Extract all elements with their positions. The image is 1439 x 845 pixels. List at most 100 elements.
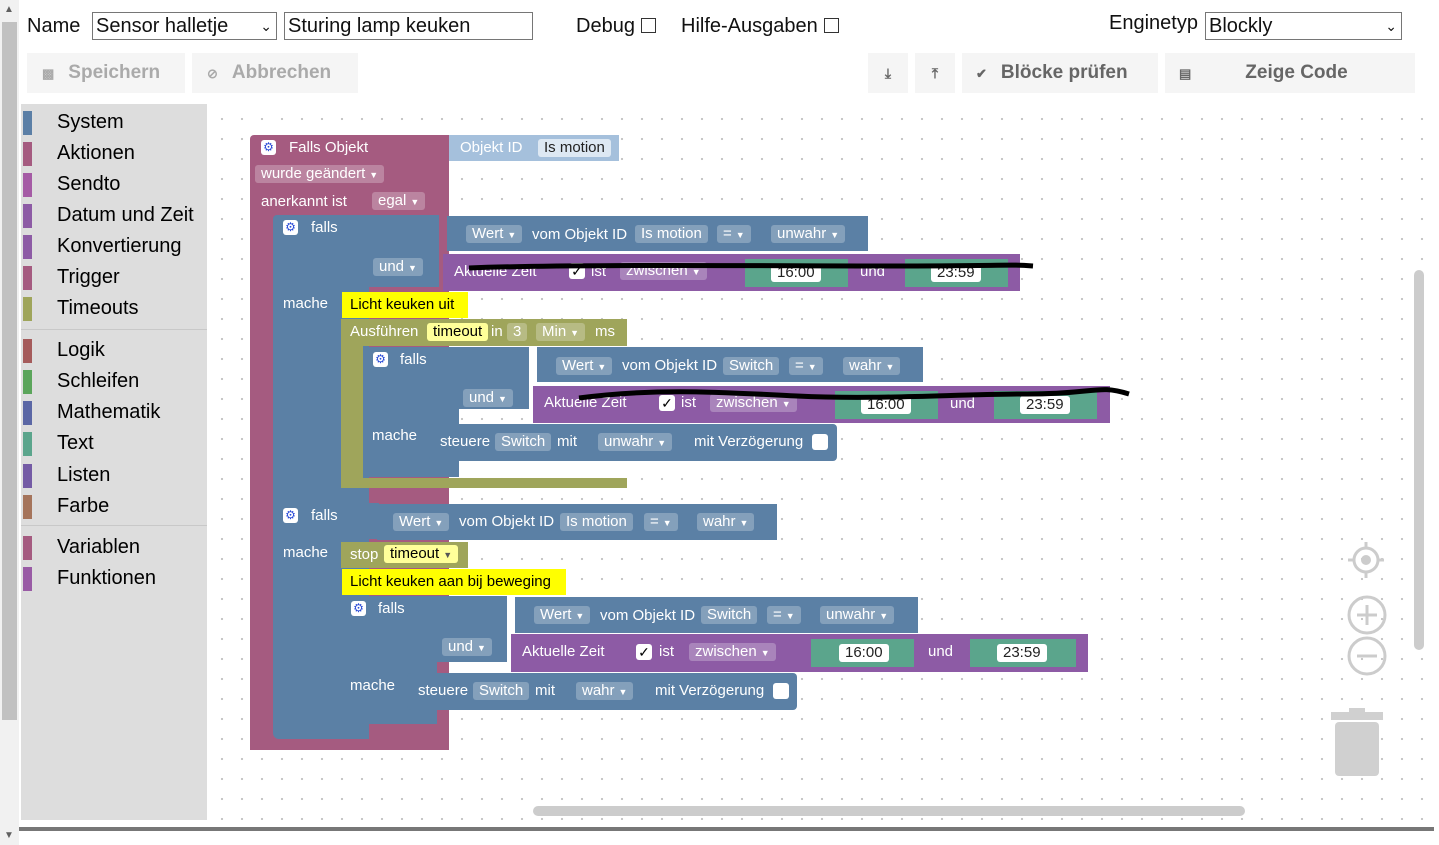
- gear-icon[interactable]: ⚙: [283, 220, 298, 235]
- comment-text: Licht keuken aan bij beweging: [350, 573, 551, 590]
- toolbox-category-system[interactable]: System: [23, 109, 203, 135]
- scribble-mark: [578, 387, 1130, 401]
- zwischen-dropdown[interactable]: zwischen▼: [689, 643, 776, 661]
- wert-dropdown[interactable]: Wert▼: [556, 357, 613, 375]
- objekt-id-field[interactable]: Is motion: [635, 225, 708, 243]
- eq-dropdown[interactable]: =▼: [644, 513, 678, 531]
- workspace-horizontal-scrollbar[interactable]: [533, 806, 1245, 816]
- gear-icon[interactable]: ⚙: [283, 508, 298, 523]
- time-field[interactable]: 16:00: [861, 396, 911, 414]
- gear-icon[interactable]: ⚙: [261, 140, 276, 155]
- toolbox-category-text[interactable]: Text: [23, 430, 203, 456]
- control-block[interactable]: [429, 424, 837, 461]
- checkbox[interactable]: ✓: [659, 395, 675, 411]
- wert-dropdown[interactable]: Wert▼: [466, 225, 523, 243]
- dropdown-arrow-icon: ▼: [807, 362, 817, 372]
- unit-dropdown[interactable]: Min▼: [536, 323, 586, 341]
- bool-dropdown[interactable]: unwahr▼: [598, 433, 673, 451]
- comment-block[interactable]: [342, 292, 468, 318]
- eq-dropdown[interactable]: =▼: [789, 357, 823, 375]
- bool-dropdown[interactable]: unwahr▼: [771, 225, 846, 243]
- bool-dropdown[interactable]: wahr▼: [843, 357, 901, 375]
- gear-icon[interactable]: ⚙: [351, 601, 366, 616]
- toolbox-category-farbe[interactable]: Farbe: [23, 493, 203, 519]
- category-color-bar: [23, 370, 32, 394]
- save-button[interactable]: ▩Speichern: [27, 53, 185, 93]
- category-label: Logik: [57, 339, 105, 361]
- delay-field[interactable]: 3: [507, 323, 528, 341]
- checkbox[interactable]: [812, 434, 828, 450]
- bool-dropdown[interactable]: wahr▼: [576, 682, 634, 700]
- zoom-in-icon[interactable]: [1347, 595, 1387, 635]
- control-block[interactable]: [407, 673, 797, 710]
- debug-checkbox[interactable]: [641, 18, 656, 33]
- check-blocks-button[interactable]: ✔Blöcke prüfen: [962, 53, 1158, 93]
- toolbox-category-trigger[interactable]: Trigger: [23, 264, 203, 290]
- wurde-geaendert-dropdown[interactable]: wurde geändert▼: [255, 165, 385, 183]
- ist-label: ist: [681, 394, 696, 411]
- objekt-id-field[interactable]: Is motion: [560, 513, 633, 531]
- checkbox[interactable]: [773, 683, 789, 699]
- wert-dropdown[interactable]: Wert▼: [393, 513, 450, 531]
- trash-icon[interactable]: [1329, 708, 1385, 778]
- show-code-button[interactable]: ▤Zeige Code: [1165, 53, 1415, 93]
- log-splitter[interactable]: [19, 827, 1434, 831]
- toolbox-category-listen[interactable]: Listen: [23, 462, 203, 488]
- toolbox-category-variablen[interactable]: Variablen: [23, 534, 203, 560]
- egal-dropdown[interactable]: egal▼: [372, 192, 426, 210]
- toolbox-category-datum-und-zeit[interactable]: Datum und Zeit: [23, 202, 203, 228]
- bool-dropdown[interactable]: wahr▼: [697, 513, 755, 531]
- import-button[interactable]: ⤒: [915, 53, 955, 93]
- wert-dropdown[interactable]: Wert▼: [534, 606, 591, 624]
- und-dropdown[interactable]: und▼: [463, 389, 513, 407]
- scroll-up-icon[interactable]: ▲: [4, 4, 14, 15]
- time-field[interactable]: 16:00: [839, 644, 889, 662]
- und-dropdown[interactable]: und▼: [373, 258, 423, 276]
- objekt-id-field[interactable]: Switch: [473, 682, 530, 700]
- folder-select[interactable]: Sensor halletje ⌄: [92, 12, 277, 40]
- export-button[interactable]: ⤓: [868, 53, 908, 93]
- checkbox[interactable]: ✓: [636, 644, 652, 660]
- objekt-id-field[interactable]: Switch: [495, 433, 552, 451]
- scrollbar-thumb[interactable]: [2, 22, 17, 720]
- comment-block[interactable]: [342, 569, 566, 595]
- time-field[interactable]: 23:59: [1020, 396, 1070, 414]
- und-dropdown[interactable]: und▼: [442, 638, 492, 656]
- toolbox-category-mathematik[interactable]: Mathematik: [23, 399, 203, 425]
- objekt-id-field[interactable]: Switch: [701, 606, 758, 624]
- timeout-dropdown[interactable]: timeout▼: [384, 545, 459, 563]
- enginetyp-select[interactable]: Blockly ⌄: [1205, 12, 1402, 40]
- time-field[interactable]: 23:59: [997, 644, 1047, 662]
- gear-icon[interactable]: ⚙: [373, 352, 388, 367]
- bool-dropdown[interactable]: unwahr▼: [820, 606, 895, 624]
- cancel-button[interactable]: ⊘Abbrechen: [192, 53, 358, 93]
- workspace-vertical-scrollbar[interactable]: [1414, 270, 1424, 650]
- objekt-id-field[interactable]: Switch: [723, 357, 780, 375]
- toolbox-category-timeouts[interactable]: Timeouts: [23, 295, 203, 321]
- toolbox-category-schleifen[interactable]: Schleifen: [23, 368, 203, 394]
- eq-dropdown[interactable]: =▼: [717, 225, 751, 243]
- objekt-id-field[interactable]: Is motion: [538, 139, 611, 157]
- category-color-bar: [23, 464, 32, 488]
- eq-dropdown[interactable]: =▼: [767, 606, 801, 624]
- hilfe-checkbox[interactable]: [824, 18, 839, 33]
- compare-block[interactable]: [377, 504, 777, 540]
- page-scrollbar[interactable]: ▲ ▼: [0, 0, 19, 845]
- compare-block[interactable]: [515, 597, 918, 633]
- script-name-input[interactable]: Sturing lamp keuken: [284, 12, 533, 40]
- scroll-down-icon[interactable]: ▼: [4, 830, 14, 841]
- blockly-workspace[interactable]: ⚙ Falls Objekt Objekt ID Is motion wurde…: [207, 104, 1431, 820]
- recenter-icon[interactable]: [1348, 542, 1384, 578]
- toolbox-category-aktionen[interactable]: Aktionen: [23, 140, 203, 166]
- toolbox-category-funktionen[interactable]: Funktionen: [23, 565, 203, 591]
- compare-block[interactable]: [447, 216, 868, 251]
- timeout-name-field[interactable]: timeout: [427, 323, 489, 341]
- toolbox-category-konvertierung[interactable]: Konvertierung: [23, 233, 203, 259]
- toolbox-category-sendto[interactable]: Sendto: [23, 171, 203, 197]
- zwischen-dropdown[interactable]: zwischen▼: [710, 394, 797, 412]
- hilfe-label: Hilfe-Ausgaben: [681, 15, 818, 37]
- toolbox-category-logik[interactable]: Logik: [23, 337, 203, 363]
- compare-block[interactable]: [537, 347, 923, 382]
- zoom-out-icon[interactable]: [1347, 636, 1387, 676]
